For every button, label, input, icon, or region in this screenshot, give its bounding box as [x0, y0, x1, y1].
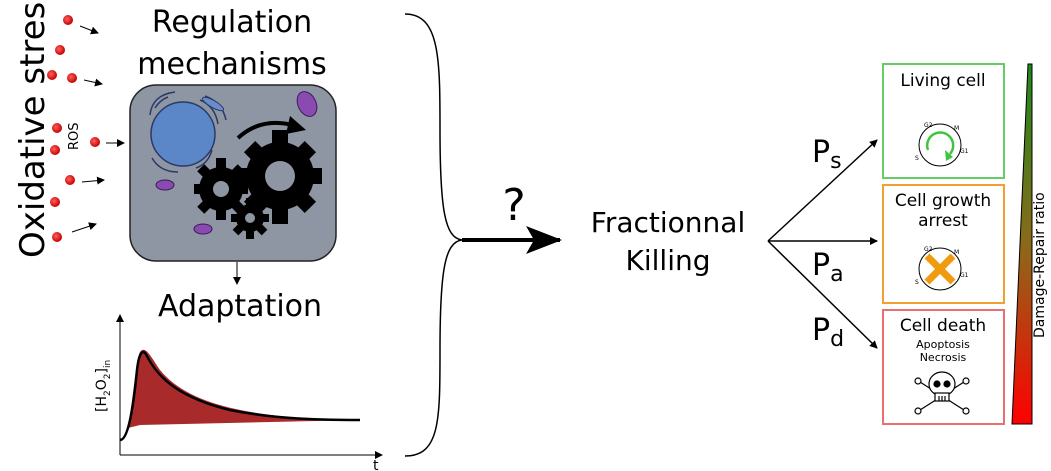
cell-cycle-arrest-icon: G2 M G1 S	[915, 246, 969, 291]
ros-particle	[63, 15, 99, 35]
regulation-title-line1: Regulation	[152, 5, 312, 40]
svg-text:M: M	[954, 125, 959, 132]
ros-particle	[50, 145, 60, 155]
svg-text:G2: G2	[924, 246, 933, 253]
ylabel-o: O	[94, 379, 110, 390]
concentration-curve	[119, 350, 361, 442]
branch-arrow-death	[767, 240, 878, 349]
living-cell-title: Living cell	[900, 71, 985, 91]
svg-text:G1: G1	[960, 272, 969, 279]
ros-particle	[55, 45, 65, 55]
gear-small-icon	[231, 198, 269, 239]
cell-cycle-icon: G2 M G1 S	[915, 122, 969, 167]
adaptation-label: Adaptation	[158, 289, 322, 324]
ros-label: ROS	[67, 122, 82, 150]
regulation-title-line2: mechanisms	[137, 47, 326, 82]
svg-text:[H2O2]in: [H2O2]in	[94, 360, 113, 412]
h2o2-graph: t [H2O2]in	[94, 314, 383, 471]
damage-repair-label: Damage-Repair ratio	[1032, 192, 1048, 338]
fractional-line2: Killing	[626, 244, 711, 277]
gear-large-icon	[238, 130, 322, 224]
ylabel-bracket: [H	[94, 396, 110, 412]
ros-particle	[52, 222, 97, 242]
ros-particle	[90, 137, 125, 147]
prob-death: Pd	[812, 313, 844, 352]
growth-arrest-box: Cell growth arrest G2 M G1 S	[882, 184, 1005, 304]
curve-fill	[128, 349, 360, 428]
death-title: Cell death	[900, 316, 986, 336]
death-sub1: Apoptosis	[916, 338, 970, 351]
arrest-title-line1: Cell growth	[895, 191, 991, 211]
svg-text:S: S	[915, 279, 919, 286]
vesicle	[193, 223, 213, 235]
svg-text:G2: G2	[924, 122, 933, 129]
gear-medium-icon	[194, 158, 248, 220]
svg-text:G1: G1	[960, 148, 969, 155]
skull-crossbones-icon	[914, 371, 970, 415]
endoplasmic-reticulum	[149, 91, 227, 173]
nucleus	[150, 101, 216, 167]
ros-particle	[50, 197, 60, 207]
graph-xlabel: t	[373, 458, 379, 471]
oxidative-stress-label: Oxidative stress	[13, 0, 53, 258]
ros-particle	[65, 175, 105, 185]
arrest-title-line2: arrest	[918, 211, 968, 231]
fractional-line1: Fractionnal	[591, 206, 745, 239]
ylabel-sub-o: 2	[103, 374, 113, 380]
graph-ylabel: [H2O2]in	[94, 360, 113, 412]
merge-brace	[404, 13, 463, 457]
ylabel-sub-h: 2	[103, 390, 113, 396]
branch-arrow-survive	[767, 139, 878, 242]
question-mark: ?	[502, 180, 525, 231]
svg-text:M: M	[954, 249, 959, 256]
cell-death-box: Cell death Apoptosis Necrosis	[882, 309, 1005, 425]
ros-particle	[52, 123, 62, 133]
svg-text:S: S	[915, 155, 919, 162]
prob-survive: Ps	[812, 135, 842, 174]
death-sub2: Necrosis	[920, 351, 967, 364]
ros-particle	[47, 70, 57, 80]
ros-particle	[67, 73, 103, 87]
ylabel-in: in	[103, 360, 113, 368]
ylabel-close: ]	[94, 368, 110, 373]
vesicle	[296, 91, 318, 117]
living-cell-box: Living cell G2 M G1 S	[882, 63, 1005, 179]
ros-particles	[47, 15, 125, 242]
prob-arrest: Pa	[812, 248, 844, 287]
vesicle	[155, 179, 175, 191]
cell	[129, 84, 337, 262]
